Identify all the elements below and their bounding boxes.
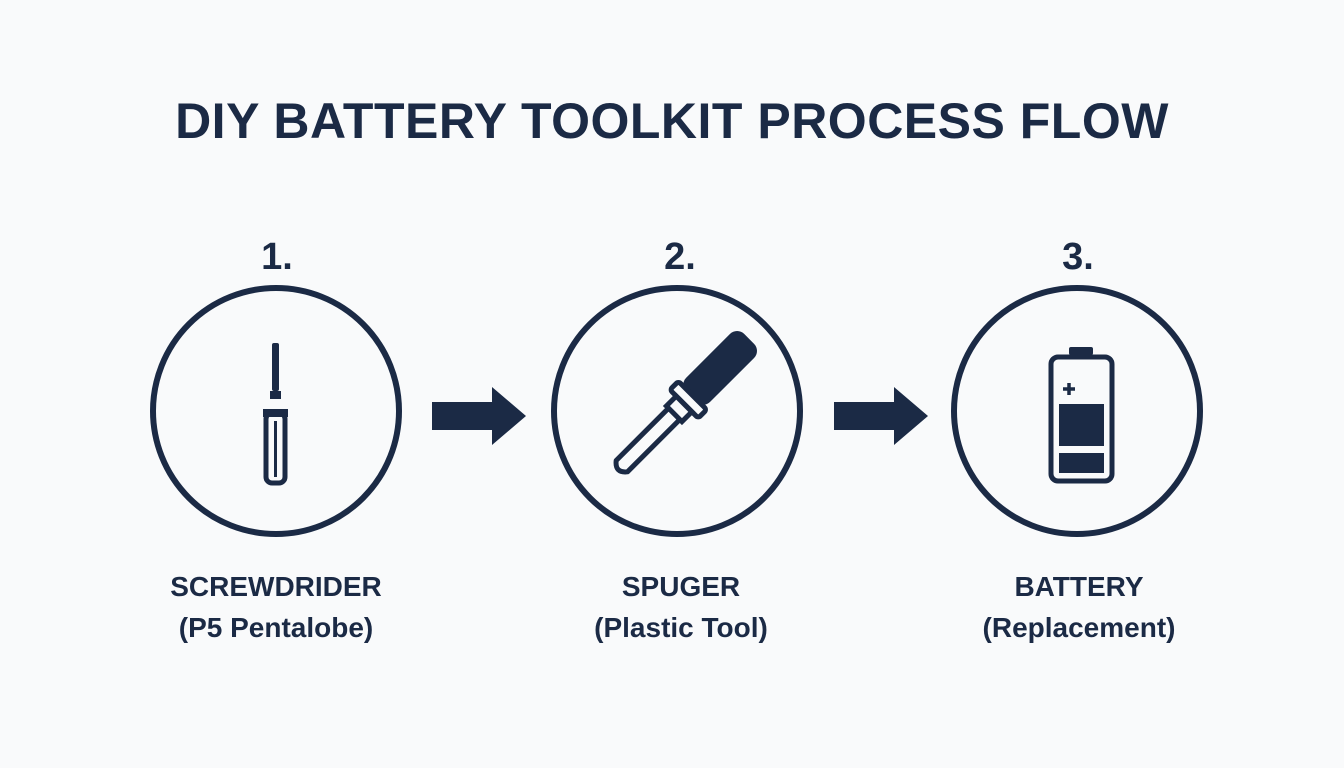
screwdriver-icon	[263, 343, 288, 486]
step-1-label: SCREWDRIDER (P5 Pentalobe)	[116, 566, 436, 648]
step-1-detail: (P5 Pentalobe)	[178, 612, 374, 643]
step-3-circle	[951, 285, 1203, 537]
arrow-right-icon	[834, 387, 928, 445]
step-3-detail: (Replacement)	[982, 612, 1176, 643]
step-1-circle	[150, 285, 402, 537]
step-3-number: 3.	[1062, 236, 1094, 278]
step-2-label: SPUGER (Plastic Tool)	[521, 566, 841, 648]
arrow-right-icon	[432, 387, 526, 445]
step-3-label: BATTERY (Replacement)	[919, 566, 1239, 648]
battery-icon	[1048, 347, 1115, 484]
diagram-title: DIY BATTERY TOOLKIT PROCESS FLOW	[175, 93, 1169, 149]
step-1-number: 1.	[261, 236, 293, 278]
step-2-number: 2.	[664, 236, 696, 278]
step-2-detail: (Plastic Tool)	[594, 612, 768, 643]
step-2-name: SPUGER	[621, 571, 741, 602]
step-1-name: SCREWDRIDER	[170, 571, 382, 602]
step-2-circle	[551, 285, 803, 537]
step-3-name: BATTERY	[1014, 571, 1144, 602]
spudger-icon	[613, 330, 758, 475]
